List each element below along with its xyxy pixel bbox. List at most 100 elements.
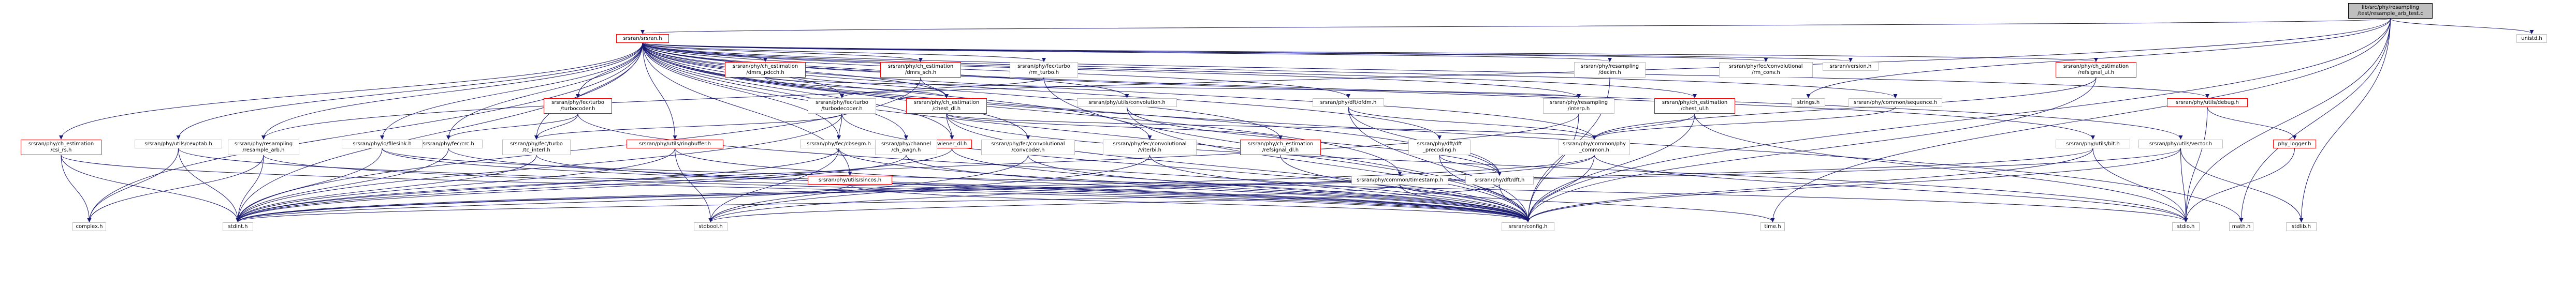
graph-node-label: phy_logger.h — [2278, 141, 2311, 147]
graph-node-ch-est-csi-rs[interactable]: srsran/phy/ch_estimation /csi_rs.h — [21, 140, 101, 155]
graph-node-label: strings.h — [1797, 99, 1820, 105]
edge-sequence-to-common-phy — [1592, 107, 1896, 140]
edge-srsran-to-turbo-rm — [642, 42, 1046, 62]
graph-node-stdbool[interactable]: stdbool.h — [694, 222, 727, 231]
graph-node-sincos[interactable]: srsran/phy/utils/sincos.h — [808, 176, 892, 185]
graph-node-convolution[interactable]: srsran/phy/utils/convolution.h — [1077, 98, 1177, 107]
graph-node-label: srsran/phy/ch_estimation /csi_rs.h — [28, 141, 94, 153]
edge-ch-est-chest-dl-to-common-phy — [946, 113, 1596, 140]
edge-cexptab-to-config — [178, 148, 1530, 222]
graph-node-cc-convcoder[interactable]: srsran/phy/fec/convolutional /convcoder.… — [981, 140, 1075, 155]
graph-node-config[interactable]: srsran/config.h — [1502, 222, 1554, 231]
graph-node-common-phy[interactable]: srsran/phy/common/phy _common.h — [1559, 140, 1630, 155]
graph-node-resampling-decim[interactable]: srsran/phy/resampling /decim.h — [1574, 62, 1646, 78]
graph-node-debug[interactable]: srsran/phy/utils/debug.h — [2167, 98, 2248, 107]
edge-turbo-encoder-to-config — [577, 113, 1530, 222]
graph-node-ch-est-dmrs-pdcch[interactable]: srsran/phy/ch_estimation /dmrs_pdcch.h — [725, 62, 806, 78]
edge-root-to-srsran — [641, 18, 2391, 34]
graph-node-time[interactable]: time.h — [1760, 222, 1785, 231]
edge-cc-viterbi-to-stdbool — [708, 155, 1150, 222]
graph-node-ch-est-chest-dl[interactable]: srsran/phy/ch_estimation /chest_dl.h — [906, 98, 987, 114]
graph-node-ch-est-dmrs-sch[interactable]: srsran/phy/ch_estimation /dmrs_sch.h — [880, 62, 961, 78]
graph-node-ch-est-chest-ul[interactable]: srsran/phy/ch_estimation /chest_ul.h — [1654, 98, 1735, 114]
graph-node-tc-interl[interactable]: srsran/phy/fec/turbo /tc_interl.h — [502, 140, 571, 155]
graph-node-ofdm[interactable]: srsran/phy/dft/ofdm.h — [1313, 98, 1384, 107]
edge-common-phy-to-stdio — [1594, 155, 2188, 222]
edge-root-to-resampling-resample-arb — [261, 18, 2391, 140]
graph-node-label: srsran/phy/fec/convolutional /rm_conv.h — [1729, 64, 1803, 75]
graph-node-label: srsran/phy/ch_estimation /chest_dl.h — [913, 100, 980, 112]
graph-node-phy-logger[interactable]: phy_logger.h — [2273, 140, 2316, 148]
graph-node-turbo-encoder[interactable]: srsran/phy/fec/turbo /turbocoder.h — [544, 98, 612, 114]
graph-node-stdint[interactable]: stdint.h — [223, 222, 253, 231]
graph-node-label: srsran/phy/utils/cexptab.h — [144, 141, 212, 147]
graph-node-ch-est-refsig-dl[interactable]: srsran/phy/ch_estimation /refsignal_dl.h — [1240, 140, 1321, 155]
graph-node-cc-viterbi[interactable]: srsran/phy/fec/convolutional /viterbi.h — [1103, 140, 1197, 155]
edge-srsran-to-crc — [446, 42, 643, 140]
graph-node-ch-awgn[interactable]: srsran/phy/channel /ch_awgn.h — [875, 140, 937, 155]
graph-node-unistd[interactable]: unistd.h — [2516, 34, 2547, 43]
graph-node-stdlib[interactable]: stdlib.h — [2286, 222, 2317, 231]
edge-tc-interl-to-stdint — [236, 155, 537, 222]
edge-bit-to-stdint — [236, 148, 2093, 222]
graph-node-stdio[interactable]: stdio.h — [2172, 222, 2200, 231]
edge-crc-to-stdint — [236, 148, 449, 222]
edge-srsran-to-math — [642, 42, 2244, 222]
edge-ringbuffer-to-stdint — [236, 148, 675, 222]
graph-node-math[interactable]: math.h — [2229, 222, 2253, 231]
graph-node-label: srsran/phy/fec/turbo /turbodecoder.h — [816, 100, 868, 112]
graph-node-lte-file[interactable]: srsran/phy/io/filesink.h — [342, 140, 423, 148]
graph-node-label: srsran/phy/utils/vector.h — [2149, 141, 2213, 147]
edge-srsran-to-ofdm — [642, 42, 1350, 98]
graph-node-cc-rm-conv[interactable]: srsran/phy/fec/convolutional /rm_conv.h — [1719, 62, 1813, 78]
edge-srsran-to-common-phy — [642, 42, 1596, 140]
graph-node-bit[interactable]: srsran/phy/utils/bit.h — [2056, 140, 2130, 148]
graph-node-label: srsran/phy/resampling /decim.h — [1580, 64, 1639, 75]
edge-ch-awgn-to-config — [906, 155, 1530, 222]
edge-ofdm-to-config — [1348, 107, 1530, 222]
graph-node-label: srsran/phy/common/timestamp.h — [1357, 177, 1443, 183]
graph-node-sequence[interactable]: srsran/phy/common/sequence.h — [1849, 98, 1942, 107]
graph-node-vector[interactable]: srsran/phy/utils/vector.h — [2138, 140, 2223, 148]
edge-dft-precoding-to-config — [1439, 155, 1530, 222]
graph-node-label: unistd.h — [2521, 35, 2542, 41]
edge-root-to-strings — [1806, 18, 2391, 98]
edge-srsran-to-config — [642, 42, 1530, 222]
graph-node-version[interactable]: srsran/version.h — [1823, 62, 1879, 71]
graph-node-wiener-dl[interactable]: wiener_dl.h — [932, 140, 972, 148]
graph-node-label: srsran/phy/channel /ch_awgn.h — [881, 141, 932, 153]
edge-ch-est-chest-dl-to-stdio — [946, 113, 2188, 222]
edge-srsran-to-cc-rm-conv — [642, 42, 1768, 62]
graph-node-label: srsran/phy/utils/sincos.h — [818, 177, 882, 183]
edge-srsran-to-resampling-resample-arb — [261, 42, 643, 140]
graph-node-complex[interactable]: complex.h — [72, 222, 106, 231]
graph-node-label: srsran/phy/ch_estimation /refsignal_ul.h — [2063, 64, 2129, 75]
graph-node-turbo-decoder[interactable]: srsran/phy/fec/turbo /turbodecoder.h — [808, 98, 876, 114]
graph-node-turbo-rm[interactable]: srsran/phy/fec/turbo /rm_turbo.h — [1010, 62, 1078, 78]
edge-ringbuffer-to-config — [675, 148, 1530, 222]
graph-node-label: srsran/phy/fec/crc.h — [423, 141, 474, 147]
edge-debug-to-phy-logger — [2207, 107, 2297, 140]
graph-node-ringbuffer[interactable]: srsran/phy/utils/ringbuffer.h — [627, 140, 723, 148]
edge-ch-est-chest-ul-to-common-phy — [1592, 113, 1695, 140]
graph-node-resampling-interp[interactable]: srsran/phy/resampling /interp.h — [1543, 98, 1614, 114]
edge-convolution-to-config — [1127, 107, 1530, 222]
graph-node-cexptab[interactable]: srsran/phy/utils/cexptab.h — [135, 140, 222, 148]
graph-node-dft-precoding[interactable]: srsran/phy/dft/dft _precoding.h — [1408, 140, 1471, 155]
edge-srsran-to-dft-precoding — [642, 42, 1442, 140]
graph-node-cbsegm[interactable]: srsran/phy/fec/cbsegm.h — [800, 140, 878, 148]
graph-node-srsran[interactable]: srsran/srsran.h — [616, 34, 669, 43]
graph-node-crc[interactable]: srsran/phy/fec/crc.h — [414, 140, 483, 148]
graph-node-dft[interactable]: srsran/phy/dft/dft.h — [1465, 176, 1534, 185]
graph-node-resampling-resample-arb[interactable]: srsran/phy/resampling /resample_arb.h — [228, 140, 299, 155]
graph-node-ch-est-refsig-ul[interactable]: srsran/phy/ch_estimation /refsignal_ul.h — [2056, 62, 2136, 78]
edge-ofdm-to-common-phy — [1348, 107, 1596, 140]
edge-wiener-dl-to-stdint — [236, 148, 952, 222]
graph-node-label: srsran/phy/io/filesink.h — [353, 141, 412, 147]
graph-node-timestamp[interactable]: srsran/phy/common/timestamp.h — [1351, 176, 1448, 185]
graph-node-label: time.h — [1764, 223, 1781, 230]
graph-node-label: srsran/phy/ch_estimation /refsignal_dl.h — [1247, 141, 1314, 153]
dependency-edges — [59, 18, 2534, 222]
graph-node-strings[interactable]: strings.h — [1792, 98, 1825, 107]
